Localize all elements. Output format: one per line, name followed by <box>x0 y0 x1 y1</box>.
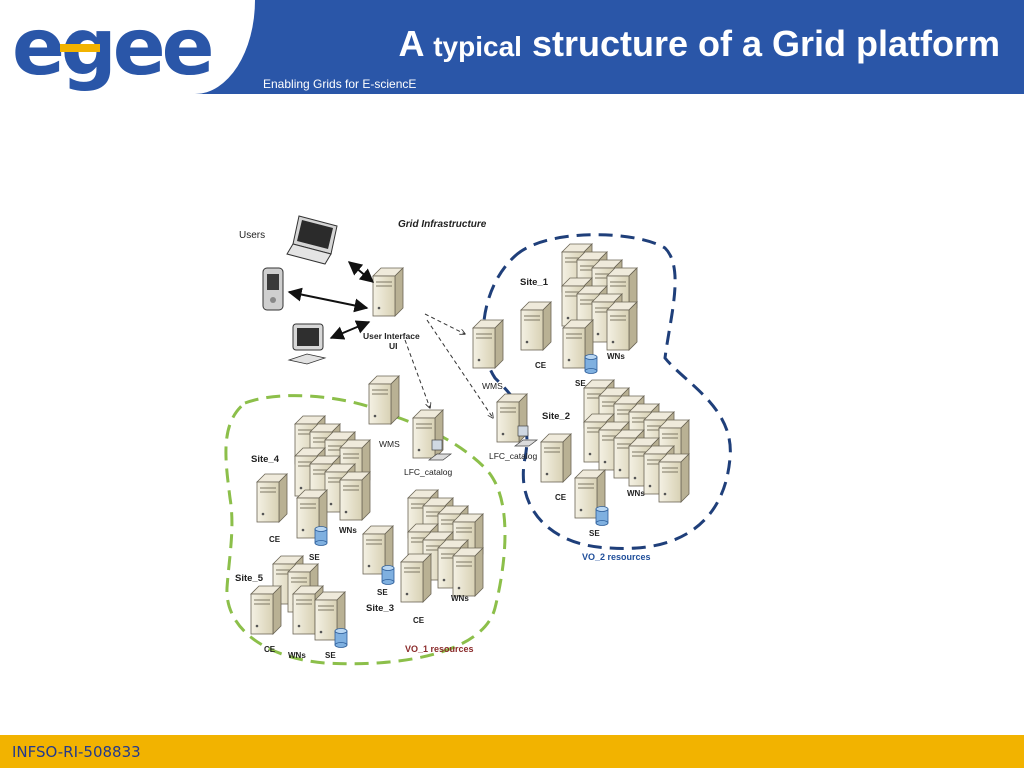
site2-storage-icon <box>595 506 609 526</box>
lfc-label: LFC_catalog <box>489 451 537 461</box>
site1-wns: WNs <box>607 352 625 361</box>
ui-label-short: UI <box>389 341 398 351</box>
desktop-ui-arrow <box>329 320 371 340</box>
site3-wns: WNs <box>451 594 469 603</box>
title-rest: structure of a Grid platform <box>531 23 1000 64</box>
site2-label: Site_2 <box>542 411 570 422</box>
site4-se: SE <box>309 553 320 562</box>
ui-server-icon <box>372 267 404 317</box>
site4-wns: WNs <box>339 526 357 535</box>
laptop-icon <box>286 215 338 265</box>
grid-infrastructure-diagram: Grid Infrastructure Users User Interface… <box>224 215 732 666</box>
site4-ce: CE <box>269 535 281 544</box>
site1-label: Site_1 <box>520 277 549 288</box>
site3-ce: CE <box>413 616 425 625</box>
slide-header: egee A typical structure of a Grid platf… <box>0 0 1024 94</box>
vo1-label: VO_1 resources <box>405 644 474 654</box>
site5-ce: CE <box>264 645 276 654</box>
site5-label: Site_5 <box>235 573 264 584</box>
site3-se: SE <box>377 588 388 597</box>
site4-label: Site_4 <box>251 454 280 465</box>
lfc-keyboard-icon <box>514 425 538 447</box>
logo-accent <box>60 44 100 52</box>
wms-label: WMS <box>482 381 503 391</box>
site5-storage-icon <box>334 628 348 648</box>
site5-wns: WNs <box>288 651 306 660</box>
pda-ui-arrow <box>287 287 369 313</box>
vo2-region-border <box>481 233 732 550</box>
title-prefix: A <box>398 23 424 64</box>
site4-ce-icon <box>256 473 288 523</box>
slide-footer: INFSO-RI-508833 <box>0 735 1024 768</box>
site3-ce-icon <box>400 553 432 603</box>
ui-lfc-arrow <box>426 319 493 418</box>
site1-ce-icon <box>520 301 552 351</box>
wms-server-icon <box>472 319 504 369</box>
pda-icon <box>262 267 284 311</box>
ui-wms-arrow <box>424 313 465 334</box>
egee-logo: egee <box>12 3 216 93</box>
site2-se: SE <box>589 529 600 538</box>
vo2-label: VO_2 resources <box>582 552 651 562</box>
site5-ce-icon <box>250 585 282 635</box>
site4-storage-icon <box>314 526 328 546</box>
wms2-label: WMS <box>379 439 400 449</box>
site2-ce: CE <box>555 493 567 502</box>
wms2-server-icon <box>368 375 400 425</box>
egee-logo-text: egee <box>12 3 212 93</box>
project-code: INFSO-RI-508833 <box>12 743 141 761</box>
vo1-region-border <box>224 394 507 666</box>
title-emphasis: typical <box>433 31 522 62</box>
site1-storage-icon <box>584 354 598 374</box>
site2-ce-icon <box>540 433 572 483</box>
ui-label: User Interface <box>363 331 420 341</box>
site3-storage-icon <box>381 565 395 585</box>
diagram-title: Grid Infrastructure <box>398 219 487 230</box>
lfc2-server-icon <box>412 409 444 459</box>
users-label: Users <box>239 230 265 241</box>
page-title: A typical structure of a Grid platform <box>260 22 1000 69</box>
site5-se: SE <box>325 651 336 660</box>
tagline: Enabling Grids for E-sciencE <box>263 77 417 91</box>
site1-ce: CE <box>535 361 547 370</box>
site3-label: Site_3 <box>366 603 394 614</box>
desktop-icon <box>287 323 327 365</box>
site1-se: SE <box>575 379 586 388</box>
lfc2-label: LFC_catalog <box>404 467 452 477</box>
users-ui-arrow <box>347 261 375 283</box>
ui-lfc2-arrow <box>404 339 430 408</box>
site2-wns: WNs <box>627 489 645 498</box>
logo-panel: egee <box>0 0 255 94</box>
